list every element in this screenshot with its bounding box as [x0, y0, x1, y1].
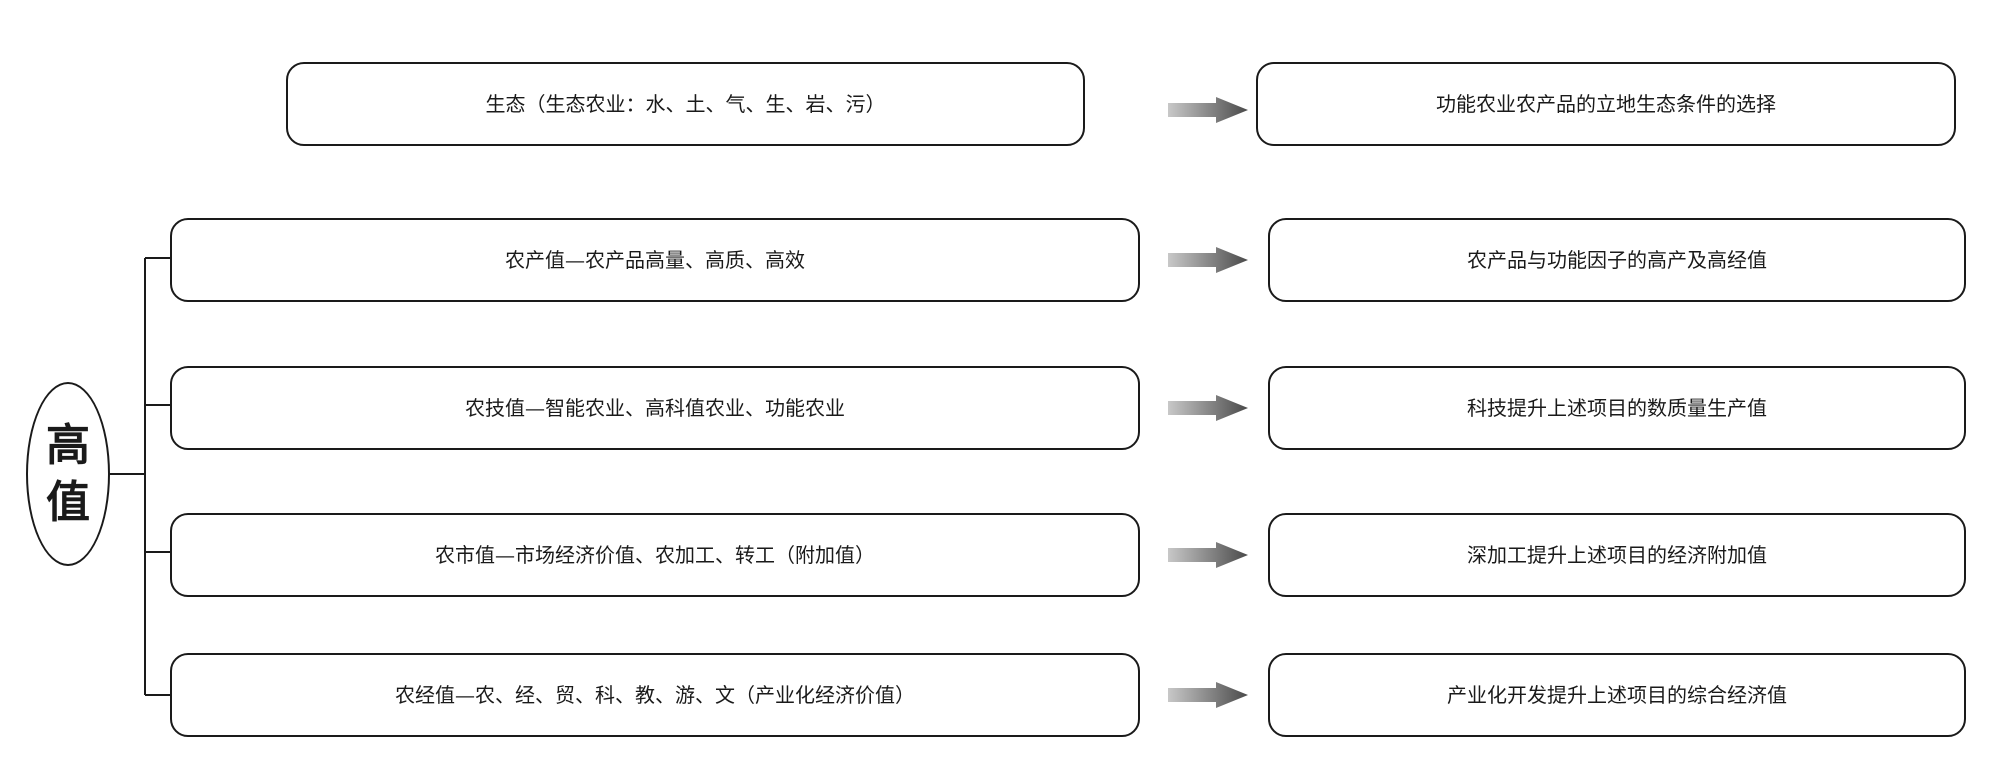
root-char-2: 值 [46, 477, 90, 528]
agri-economy-value-box: 农经值—农、经、贸、科、教、游、文（产业化经济价值） [170, 653, 1140, 737]
arrow-right-icon [1168, 682, 1248, 708]
arrow-right-icon [1168, 97, 1248, 123]
agri-tech-result-box: 科技提升上述项目的数质量生产值 [1268, 366, 1966, 450]
agri-output-value-box: 农产值—农产品高量、高质、高效 [170, 218, 1140, 302]
ecology-result-box: 功能农业农产品的立地生态条件的选择 [1256, 62, 1956, 146]
agri-output-result-box: 农产品与功能因子的高产及高经值 [1268, 218, 1966, 302]
agri-economy-result-box: 产业化开发提升上述项目的综合经济值 [1268, 653, 1966, 737]
agri-market-result-box: 深加工提升上述项目的经济附加值 [1268, 513, 1966, 597]
arrow-right-icon [1168, 542, 1248, 568]
root-char-1: 高 [46, 419, 90, 471]
arrow-right-icon [1168, 247, 1248, 273]
root-node-gaozhi: 高 值 [26, 382, 110, 566]
arrow-right-icon [1168, 395, 1248, 421]
ecology-box: 生态（生态农业：水、土、气、生、岩、污） [286, 62, 1085, 146]
agri-tech-value-box: 农技值—智能农业、高科值农业、功能农业 [170, 366, 1140, 450]
agri-market-value-box: 农市值—市场经济价值、农加工、转工（附加值） [170, 513, 1140, 597]
